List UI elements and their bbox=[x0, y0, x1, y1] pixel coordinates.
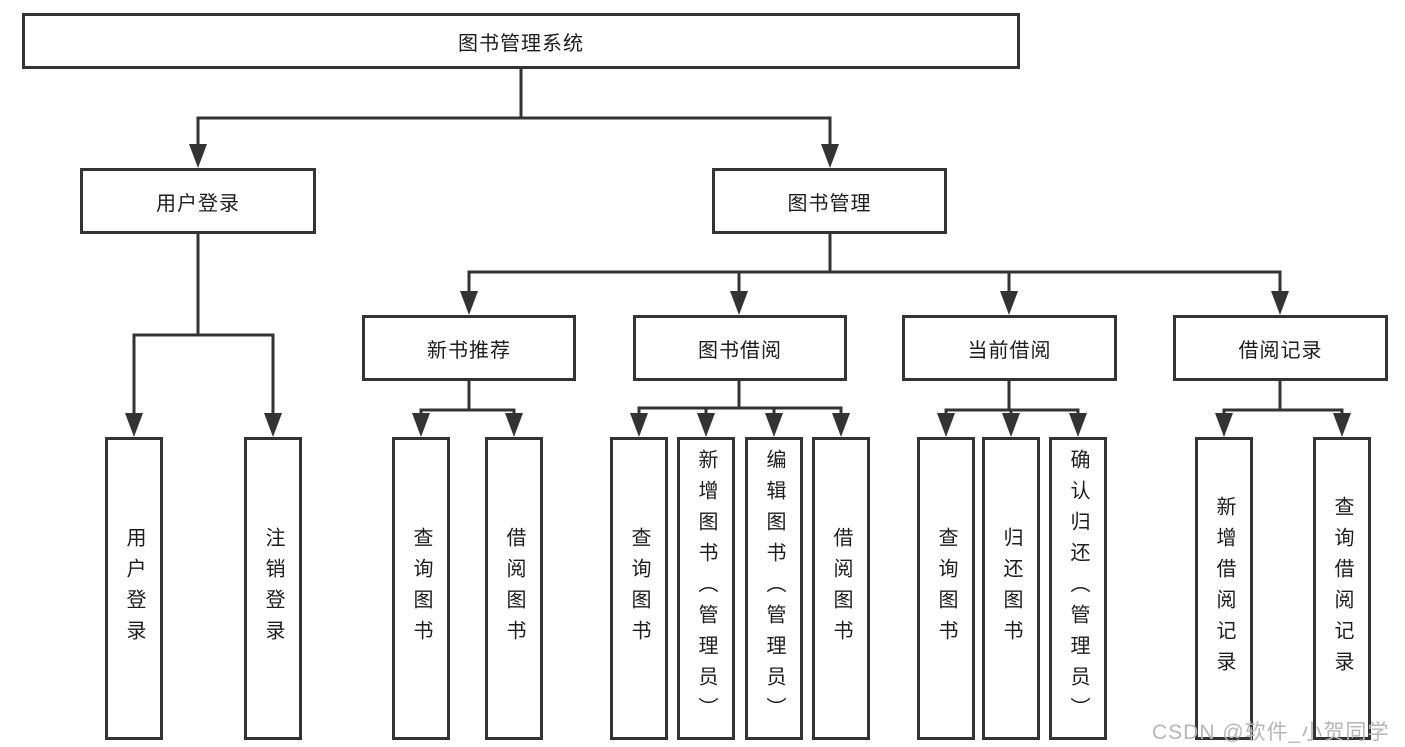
node-label: 图书借阅 bbox=[698, 339, 782, 362]
node-label: 查询图书 bbox=[410, 526, 432, 651]
leaf-confirm-return-admin: 确认归还（管理员） bbox=[1049, 437, 1107, 740]
node-new-book-recommend: 新书推荐 bbox=[362, 315, 576, 381]
node-book-management: 图书管理 bbox=[712, 168, 947, 234]
node-label: 新增图书（管理员） bbox=[695, 449, 717, 728]
node-label: 查询图书 bbox=[628, 526, 650, 651]
leaf-query-borrow-record: 查询借阅记录 bbox=[1313, 437, 1371, 740]
node-label: 借阅记录 bbox=[1238, 339, 1323, 362]
leaf-logout: 注销登录 bbox=[244, 437, 302, 740]
leaf-query-books-borrowing: 查询图书 bbox=[610, 437, 668, 740]
arrowheads bbox=[125, 144, 1351, 437]
node-label: 新增借阅记录 bbox=[1213, 495, 1235, 682]
node-borrowing-records: 借阅记录 bbox=[1173, 315, 1388, 381]
node-current-borrowing: 当前借阅 bbox=[902, 315, 1117, 381]
leaf-borrow-books-borrowing: 借阅图书 bbox=[812, 437, 870, 740]
leaf-query-books-current: 查询图书 bbox=[917, 437, 975, 740]
node-label: 当前借阅 bbox=[967, 339, 1052, 362]
csdn-watermark: CSDN @软件_小贺同学 bbox=[1152, 721, 1390, 744]
node-label: 借阅图书 bbox=[830, 526, 852, 651]
node-label: 查询借阅记录 bbox=[1331, 495, 1353, 682]
leaf-return-books: 归还图书 bbox=[982, 437, 1040, 740]
leaf-add-borrow-record: 新增借阅记录 bbox=[1195, 437, 1253, 740]
node-label: 用户登录 bbox=[123, 526, 145, 651]
node-label: 新书推荐 bbox=[427, 339, 511, 362]
node-label: 查询图书 bbox=[935, 526, 957, 651]
node-label: 编辑图书（管理员） bbox=[763, 449, 785, 728]
node-book-borrowing: 图书借阅 bbox=[633, 315, 847, 381]
node-label: 注销登录 bbox=[262, 526, 284, 651]
leaf-user-login: 用户登录 bbox=[105, 437, 163, 740]
leaf-add-books-admin: 新增图书（管理员） bbox=[677, 437, 735, 740]
node-label: 归还图书 bbox=[1000, 526, 1022, 651]
node-label: 用户登录 bbox=[156, 192, 240, 215]
leaf-borrow-books-recommend: 借阅图书 bbox=[485, 437, 543, 740]
node-user-login: 用户登录 bbox=[80, 168, 316, 234]
node-label: 确认归还（管理员） bbox=[1067, 449, 1089, 728]
node-label: 借阅图书 bbox=[503, 526, 525, 651]
leaf-query-books-recommend: 查询图书 bbox=[392, 437, 450, 740]
leaf-edit-books-admin: 编辑图书（管理员） bbox=[745, 437, 803, 740]
node-library-management-system: 图书管理系统 bbox=[22, 13, 1020, 69]
node-label: 图书管理 bbox=[787, 192, 872, 215]
node-label: 图书管理系统 bbox=[458, 32, 584, 55]
